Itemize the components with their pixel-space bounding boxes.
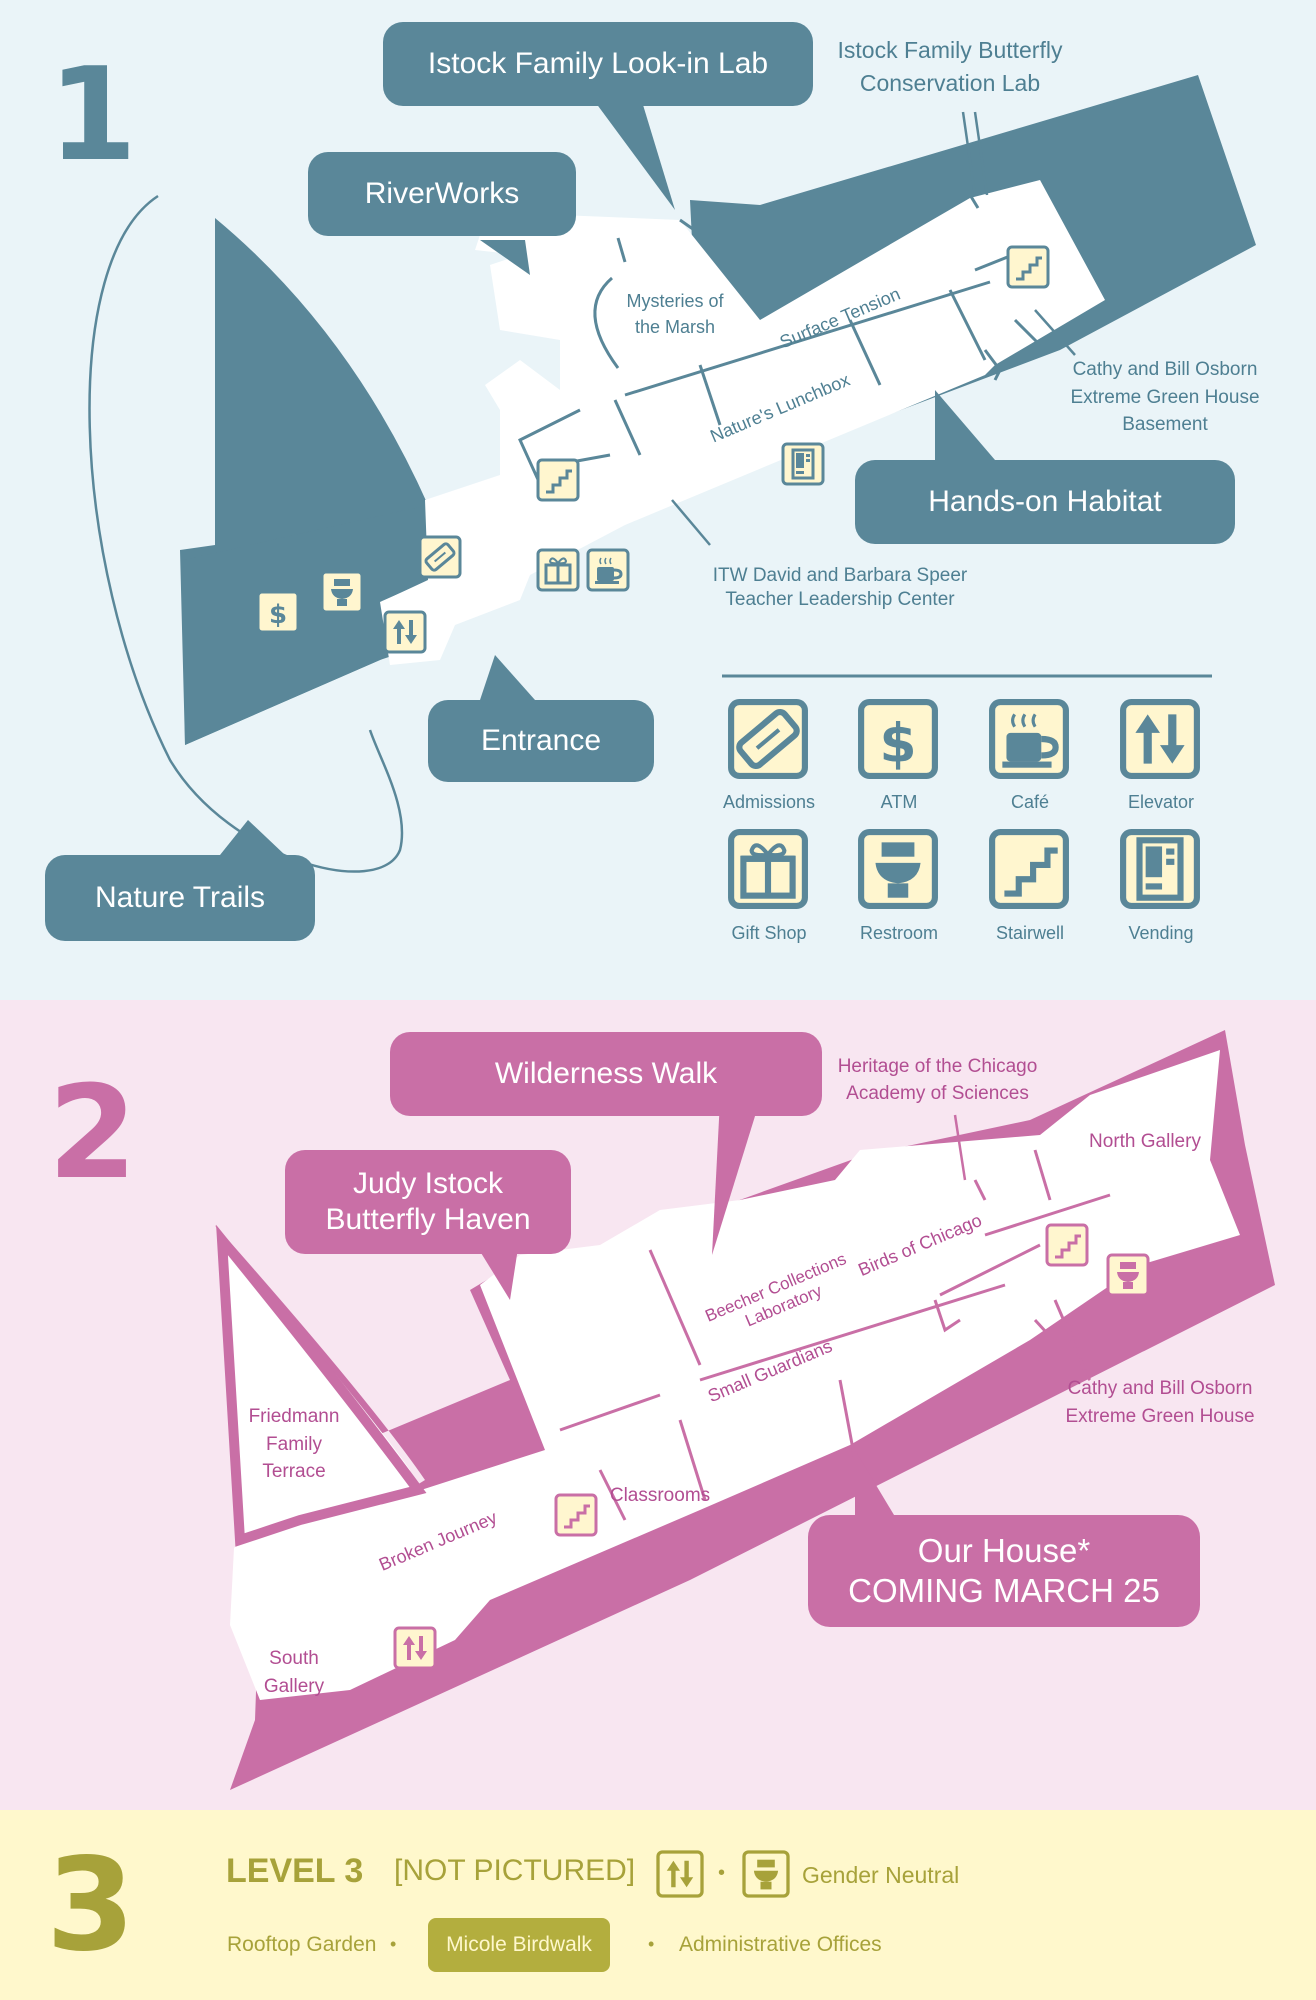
label-osborn-line2: Extreme Green House: [1070, 386, 1260, 408]
level-3-admin-offices: Administrative Offices: [679, 1933, 882, 1956]
label-butterfly-lab-line1: Istock Family Butterfly: [837, 37, 1063, 63]
level-3-not-pictured: [NOT PICTURED]: [394, 1854, 636, 1887]
callout-butterfly-haven-line2: Butterfly Haven: [325, 1203, 531, 1236]
level-3-title: LEVEL 3: [226, 1852, 364, 1890]
callout-hands-on-habitat[interactable]: Hands-on Habitat: [855, 460, 1235, 544]
label-osborn-green-line2: Extreme Green House: [1065, 1405, 1255, 1427]
callout-nature-trails-text: Nature Trails: [94, 881, 266, 914]
label-heritage-line2: Academy of Sciences: [846, 1082, 1029, 1104]
label-north-gallery: North Gallery: [1089, 1131, 1201, 1152]
callout-nature-trails[interactable]: Nature Trails: [45, 855, 315, 941]
level-2-number: 2: [48, 1059, 138, 1208]
level-3-bullet-b: •: [390, 1934, 397, 1954]
admissions-ticket-icon: [728, 699, 808, 779]
legend-restroom-label: Restroom: [859, 923, 939, 943]
callout-look-in-lab-text: Istock Family Look-in Lab: [427, 47, 769, 80]
label-itw-line1: ITW David and Barbara Speer: [712, 565, 968, 586]
legend-vending-label: Vending: [1128, 923, 1194, 943]
callout-riverworks[interactable]: RiverWorks: [308, 152, 576, 236]
callout-butterfly-haven-line1: Judy Istock: [352, 1167, 504, 1200]
label-itw-line2: Teacher Leadership Center: [725, 588, 955, 610]
legend-admissions-label: Admissions: [722, 792, 816, 812]
callout-hands-on-text: Hands-on Habitat: [928, 485, 1162, 518]
level-3-birdwalk[interactable]: Micole Birdwalk: [446, 1933, 592, 1956]
label-mysteries-marsh: Mysteries of the Marsh: [600, 288, 750, 340]
label-butterfly-lab-line2: Conservation Lab: [859, 70, 1041, 97]
elevator-arrows-icon: [1120, 699, 1200, 779]
label-heritage-line1: Heritage of the Chicago: [837, 1056, 1038, 1077]
level-1-floorplan: [88, 75, 1256, 873]
label-mysteries-line2: the Marsh: [634, 317, 716, 338]
label-south-line2: Gallery: [263, 1675, 325, 1697]
label-classrooms: Classrooms: [609, 1485, 711, 1506]
legend-stairwell-label: Stairwell: [995, 923, 1065, 943]
level-3-gender-neutral: Gender Neutral: [802, 1862, 960, 1888]
level-3-number: 3: [46, 1831, 136, 1980]
level-3-section: [0, 1810, 1316, 2000]
restroom-toilet-icon: [858, 829, 938, 909]
callout-look-in-lab[interactable]: Istock Family Look-in Lab: [383, 22, 813, 106]
level-2-floorplan: [215, 1030, 1275, 1790]
level-3-bullet-c: •: [648, 1934, 655, 1954]
cafe-cup-icon: [989, 699, 1069, 779]
callout-entrance[interactable]: Entrance: [428, 700, 654, 782]
callout-our-house-line1: Our House*: [917, 1532, 1091, 1570]
legend-gift-shop-label: Gift Shop: [731, 923, 807, 943]
svg-text:$: $: [879, 713, 916, 775]
callout-entrance-text: Entrance: [480, 724, 602, 757]
callout-our-house-line2: COMING MARCH 25: [848, 1572, 1160, 1609]
level-3-icons: [428, 1850, 790, 1972]
callout-riverworks-text: RiverWorks: [364, 177, 520, 210]
label-osborn-green-line1: Cathy and Bill Osborn: [1067, 1378, 1253, 1399]
vending-machine-icon: [1120, 829, 1200, 909]
gift-shop-icon: [728, 829, 808, 909]
stairwell-icon: [989, 829, 1069, 909]
level-3-bullet-a: •: [718, 1862, 726, 1884]
label-friedmann-line2: Family: [266, 1433, 322, 1455]
legend-cafe-label: Café: [1010, 792, 1050, 812]
level-3-rooftop-garden: Rooftop Garden: [227, 1933, 377, 1956]
label-osborn-line1: Cathy and Bill Osborn: [1072, 359, 1258, 380]
callout-our-house[interactable]: Our House*COMING MARCH 25: [808, 1515, 1200, 1627]
label-south-line1: South: [269, 1648, 319, 1669]
legend-elevator-label: Elevator: [1127, 792, 1195, 812]
legend-atm-label: ATM: [880, 792, 918, 812]
level-1-number: 1: [48, 41, 138, 190]
callout-wilderness-walk[interactable]: Wilderness Walk: [390, 1032, 822, 1116]
label-friedmann-line1: Friedmann: [248, 1406, 340, 1427]
label-mysteries-line1: Mysteries of: [626, 291, 724, 311]
callout-wilderness-walk-text: Wilderness Walk: [494, 1057, 718, 1090]
atm-dollar-icon: $: [858, 699, 938, 779]
label-osborn-line3: Basement: [1122, 414, 1208, 436]
label-friedmann-line3: Terrace: [262, 1461, 326, 1483]
